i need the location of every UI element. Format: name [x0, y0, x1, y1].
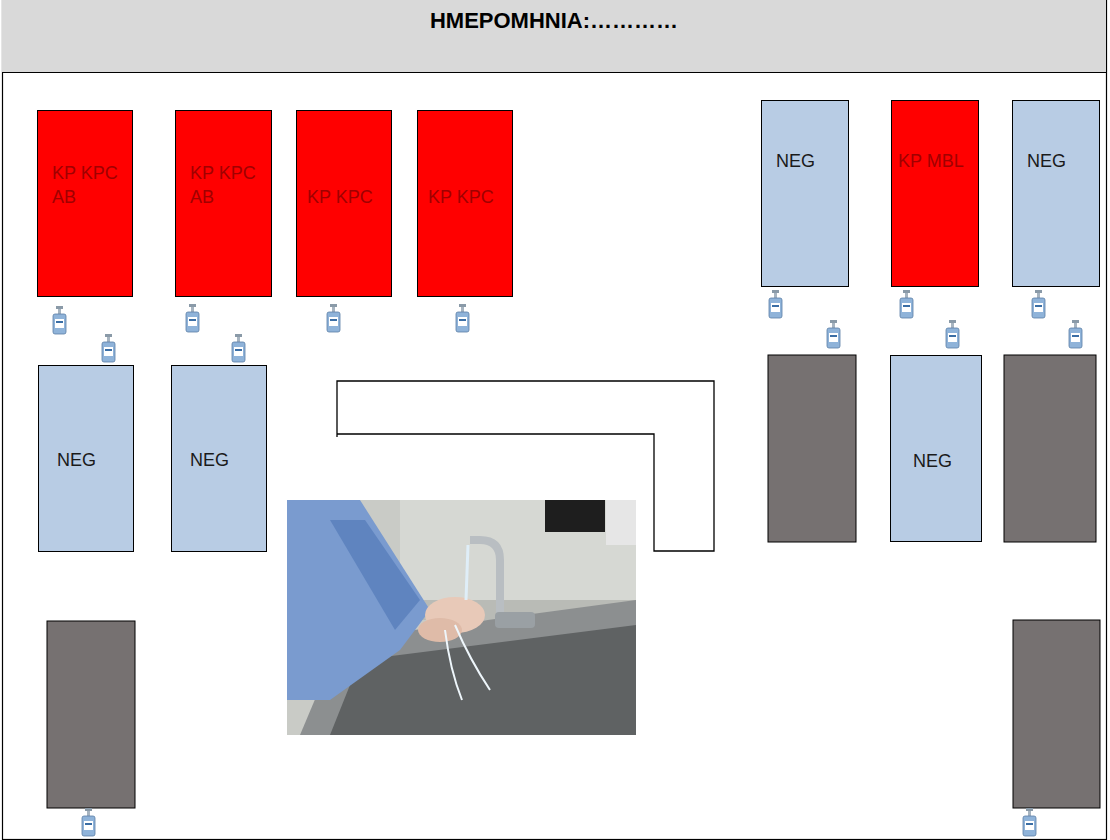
patient-bed: NEG — [171, 365, 267, 552]
patient-bed: KP MBL — [891, 100, 979, 287]
bed-label: KP KPC — [428, 185, 506, 209]
empty-bed — [768, 355, 856, 542]
bed-label: NEG — [913, 449, 975, 473]
empty-bed — [1013, 620, 1100, 808]
bed-label: NEG — [1027, 149, 1093, 173]
patient-bed: NEG — [890, 355, 982, 542]
bed-label: KP KPC AB — [190, 161, 265, 209]
empty-bed — [1004, 355, 1096, 542]
patient-bed: KP KPC AB — [175, 110, 272, 297]
patient-bed: KP KPC — [296, 110, 392, 297]
patient-bed: KP KPC — [417, 110, 513, 297]
patient-bed: NEG — [761, 100, 849, 287]
patient-bed: KP KPC AB — [37, 110, 133, 297]
header-band: ΗΜΕΡΟΜΗΝΙΑ:………… — [2, 0, 1106, 73]
handwashing-photo — [287, 500, 636, 735]
bed-label: KP KPC — [307, 185, 385, 209]
empty-bed — [47, 621, 135, 808]
title: ΗΜΕΡΟΜΗΝΙΑ:………… — [2, 0, 1106, 34]
patient-bed: NEG — [38, 365, 134, 552]
page-border — [3, 1, 1107, 840]
bed-label: KP KPC AB — [52, 161, 126, 209]
sanitizer-icons — [53, 290, 1082, 836]
bed-label: NEG — [57, 448, 127, 472]
bed-label: KP MBL — [898, 149, 972, 173]
patient-bed: NEG — [1012, 100, 1100, 287]
bed-label: NEG — [776, 149, 842, 173]
bed-label: NEG — [190, 448, 260, 472]
